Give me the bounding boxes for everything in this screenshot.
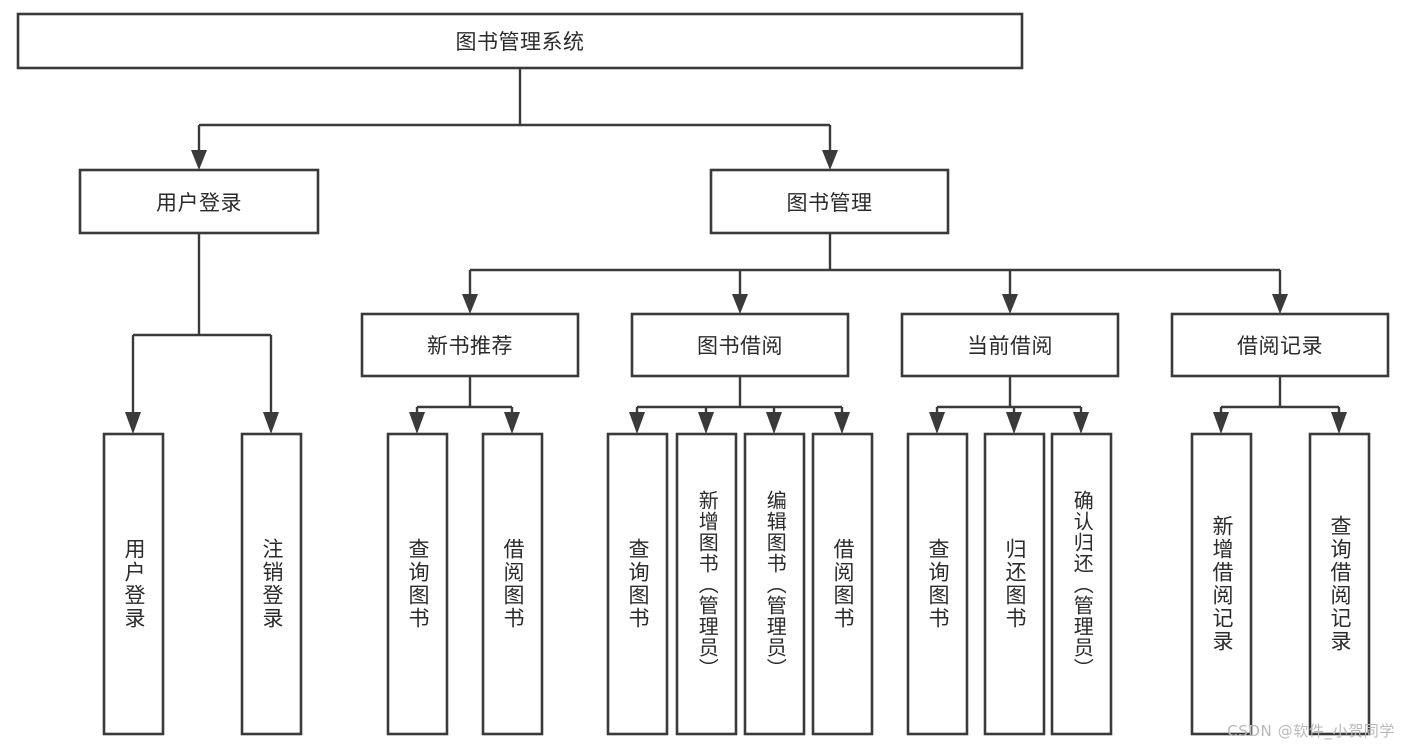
node-box-leaf-return-book[interactable] (983, 432, 1046, 736)
arrow-to-leaf-query-borrow-record (1331, 412, 1347, 434)
connector-group-new-book-recommend (409, 376, 520, 434)
connector-group-root (191, 68, 838, 170)
arrow-root-to-book-manage (822, 150, 838, 170)
connector-group-current-borrow (929, 376, 1089, 434)
arrow-to-current-borrow (1002, 294, 1018, 314)
arrow-to-leaf-return-book (1006, 412, 1022, 434)
node-box-leaf-user-login[interactable] (102, 432, 165, 736)
arrow-root-to-user-login (191, 150, 207, 170)
node-box-user-login[interactable] (78, 168, 320, 235)
node-box-leaf-user-logout[interactable] (240, 432, 303, 736)
node-box-group (16, 12, 1390, 736)
arrow-to-borrow-record (1272, 294, 1288, 314)
node-box-leaf-query-borrow-record[interactable] (1308, 432, 1371, 736)
arrow-to-leaf-user-login (125, 412, 141, 434)
arrow-to-leaf-edit-book (766, 412, 782, 434)
node-box-book-manage[interactable] (709, 168, 950, 235)
arrow-to-leaf-add-borrow-record (1213, 412, 1229, 434)
arrow-to-leaf-query-book-cur (929, 412, 945, 434)
node-box-leaf-edit-book[interactable] (743, 432, 806, 736)
arrow-to-leaf-confirm-return (1073, 412, 1089, 434)
arrow-to-leaf-borrow-book (834, 412, 850, 434)
connector-group-book-manage (462, 233, 1288, 314)
node-box-leaf-confirm-return[interactable] (1050, 432, 1113, 736)
node-box-leaf-borrow-book-rec[interactable] (481, 432, 544, 736)
node-box-leaf-query-book-cur[interactable] (906, 432, 969, 736)
connector-group-borrow-record (1213, 376, 1347, 434)
node-box-leaf-add-book[interactable] (675, 432, 738, 736)
arrow-to-new-book-recommend (462, 294, 478, 314)
node-box-leaf-add-borrow-record[interactable] (1190, 432, 1253, 736)
node-box-book-borrow[interactable] (630, 312, 850, 378)
arrow-to-leaf-query-book-rec (409, 412, 425, 434)
connector-group-user-login (125, 233, 279, 434)
node-box-new-book-recommend[interactable] (360, 312, 580, 378)
node-box-leaf-query-book-borrow[interactable] (606, 432, 669, 736)
arrow-to-book-borrow (732, 294, 748, 314)
node-box-borrow-record[interactable] (1170, 312, 1390, 378)
node-box-current-borrow[interactable] (900, 312, 1120, 378)
arrow-to-leaf-add-book (698, 412, 714, 434)
arrow-to-leaf-borrow-book-rec (504, 412, 520, 434)
arrow-to-leaf-query-book-borrow (629, 412, 645, 434)
arrow-to-leaf-user-logout (263, 412, 279, 434)
node-box-leaf-borrow-book[interactable] (811, 432, 874, 736)
node-box-root[interactable] (16, 12, 1024, 70)
connector-group-book-borrow (629, 376, 850, 434)
node-box-leaf-query-book-rec[interactable] (386, 432, 449, 736)
